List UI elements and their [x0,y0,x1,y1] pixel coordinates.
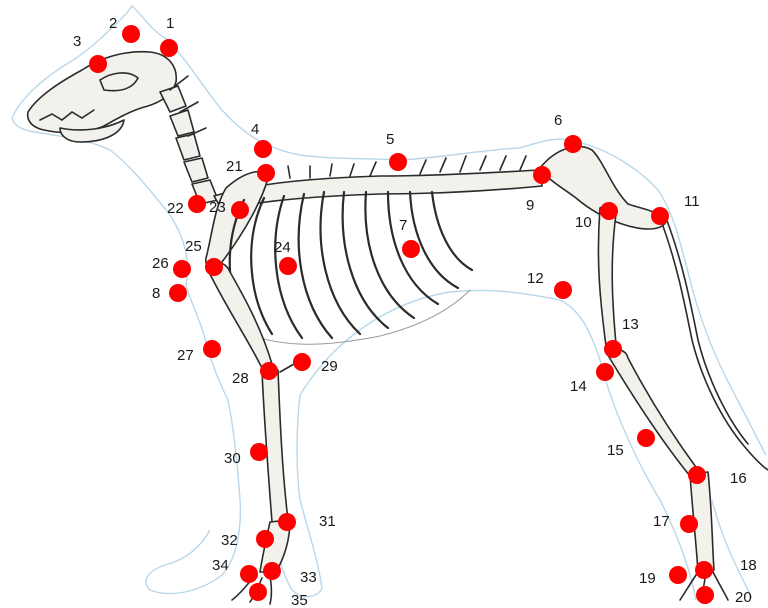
marker-label-20: 20 [735,589,752,606]
marker-point-24 [279,257,297,275]
marker-label-6: 6 [554,112,562,129]
marker-label-5: 5 [386,131,394,148]
marker-label-4: 4 [251,121,259,138]
marker-point-15 [637,429,655,447]
marker-point-31 [278,513,296,531]
marker-label-12: 12 [527,270,544,287]
marker-point-10 [600,202,618,220]
marker-label-29: 29 [321,358,338,375]
marker-point-33 [263,562,281,580]
marker-point-30 [250,443,268,461]
marker-label-16: 16 [730,470,747,487]
marker-point-26 [173,260,191,278]
marker-label-25: 25 [185,238,202,255]
marker-point-34 [240,565,258,583]
marker-point-23 [231,201,249,219]
marker-point-18 [695,561,713,579]
marker-point-22 [188,195,206,213]
marker-label-35: 35 [291,592,308,608]
marker-label-18: 18 [740,557,757,574]
marker-point-25 [205,258,223,276]
marker-label-30: 30 [224,450,241,467]
marker-point-6 [564,135,582,153]
marker-label-17: 17 [653,513,670,530]
marker-label-28: 28 [232,370,249,387]
marker-label-3: 3 [73,33,81,50]
marker-point-2 [122,25,140,43]
marker-label-19: 19 [639,570,656,587]
marker-label-11: 11 [684,193,700,210]
marker-point-28 [260,362,278,380]
marker-label-7: 7 [399,217,407,234]
marker-point-13 [604,340,622,358]
marker-point-3 [89,55,107,73]
marker-point-19 [669,566,687,584]
marker-point-1 [160,39,178,57]
marker-label-10: 10 [575,214,592,231]
marker-label-24: 24 [274,239,291,256]
marker-label-22: 22 [167,200,184,217]
marker-point-7 [402,240,420,258]
marker-point-20 [696,586,714,604]
marker-label-8: 8 [152,285,160,302]
marker-point-35 [249,583,267,601]
marker-point-32 [256,530,274,548]
marker-point-11 [651,207,669,225]
marker-point-16 [688,466,706,484]
marker-label-14: 14 [570,378,587,395]
marker-label-27: 27 [177,347,194,364]
marker-label-26: 26 [152,255,169,272]
marker-label-23: 23 [209,199,226,216]
marker-label-34: 34 [212,557,229,574]
marker-label-33: 33 [300,569,317,586]
marker-label-2: 2 [109,15,117,32]
marker-point-4 [254,140,272,158]
marker-point-9 [533,166,551,184]
marker-label-1: 1 [166,15,174,32]
marker-point-8 [169,284,187,302]
marker-label-13: 13 [622,316,639,333]
marker-point-17 [680,515,698,533]
marker-point-12 [554,281,572,299]
marker-point-5 [389,153,407,171]
marker-point-27 [203,340,221,358]
marker-point-29 [293,353,311,371]
marker-point-21 [257,164,275,182]
marker-label-9: 9 [526,197,534,214]
marker-label-32: 32 [221,532,238,549]
marker-label-31: 31 [319,513,336,530]
ribcage [230,192,472,344]
marker-point-14 [596,363,614,381]
marker-label-21: 21 [226,158,243,175]
marker-label-15: 15 [607,442,624,459]
